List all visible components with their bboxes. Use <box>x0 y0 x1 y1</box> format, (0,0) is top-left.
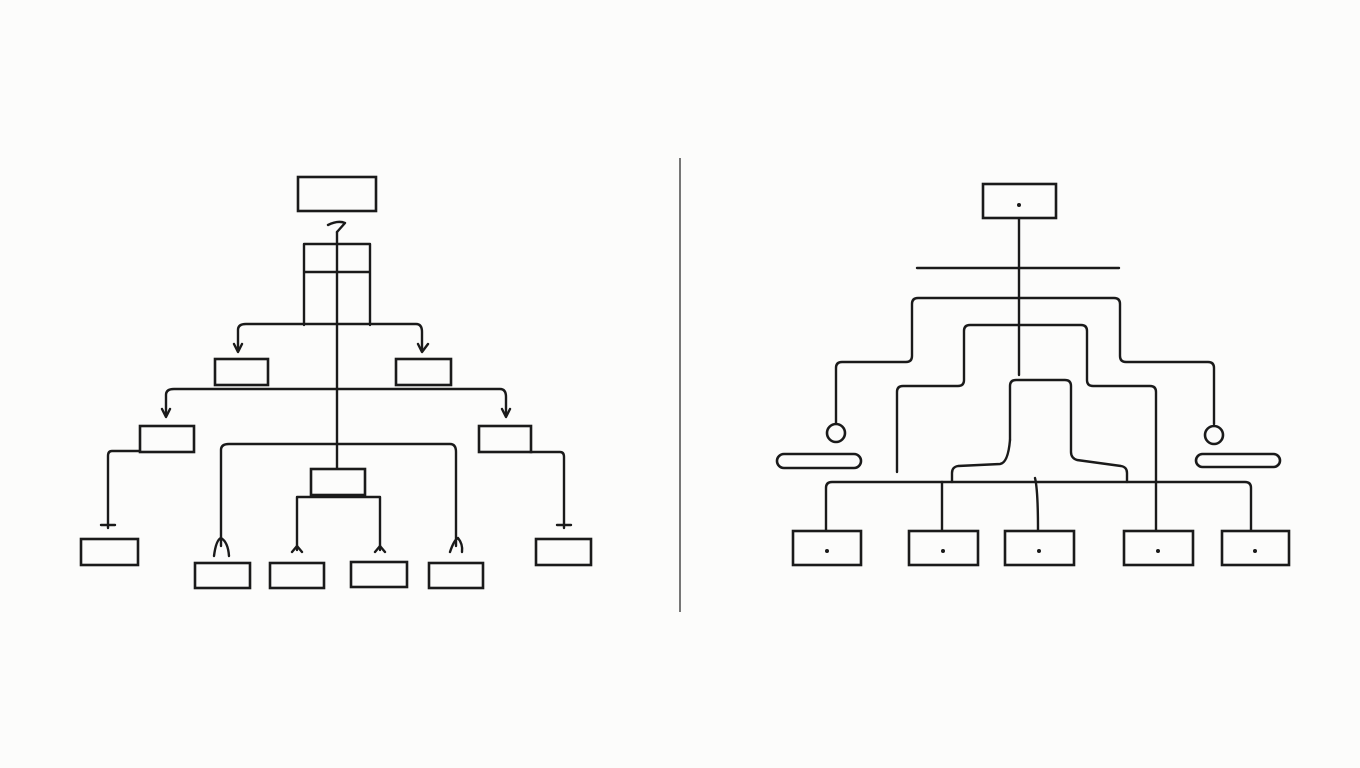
left-hierarchy <box>79 175 593 590</box>
right-leaf-node-4-dot <box>1156 549 1160 553</box>
right-branch-inner-left <box>950 438 1012 484</box>
right-hierarchy <box>775 182 1291 567</box>
left-far-right-elbow <box>528 450 566 530</box>
left-root-node <box>296 175 378 213</box>
left-far-left-elbow <box>106 449 142 530</box>
left-leaf-node-5 <box>427 561 485 590</box>
right-right-pill <box>1194 452 1282 469</box>
left-inner-hook-left <box>212 536 231 558</box>
right-branch-outer <box>834 296 1216 426</box>
right-leaf-node-1 <box>791 529 863 567</box>
left-level1-node-2 <box>394 357 453 387</box>
left-inner-hook-right <box>448 536 464 554</box>
right-right-circle-node <box>1203 424 1225 446</box>
right-leaf-node-4 <box>1122 529 1195 567</box>
right-leaf-node-5-dot <box>1253 549 1257 553</box>
right-leaf-node-5 <box>1220 529 1291 567</box>
right-connectors <box>824 216 1253 532</box>
left-connectors <box>99 220 573 558</box>
right-left-circle-node <box>825 422 847 444</box>
left-level2-node-2 <box>477 424 533 454</box>
left-leaf-node-2 <box>193 561 252 590</box>
right-leaf-node-2-dot <box>941 549 945 553</box>
right-leaf-node-1-dot <box>825 549 829 553</box>
left-center-branch <box>295 495 382 552</box>
left-branch-level1 <box>236 322 424 352</box>
left-nodes <box>79 175 593 590</box>
right-leaf-drop-3 <box>1033 476 1040 532</box>
left-level1-node-1 <box>213 357 270 387</box>
right-branch-middle <box>895 323 1158 532</box>
left-branch-level2-arrows <box>160 407 512 419</box>
right-root-node <box>981 182 1058 220</box>
right-leaf-node-2 <box>907 529 980 567</box>
left-center-arrows <box>290 544 387 554</box>
right-leaf-rail <box>824 480 1253 532</box>
left-branch-level1-arrows <box>232 342 430 354</box>
right-root-node-dot <box>1017 203 1021 207</box>
left-center-node <box>309 467 367 497</box>
left-leaf-node-1 <box>79 537 140 567</box>
right-leaf-node-3 <box>1003 529 1076 567</box>
left-top-hook <box>326 220 347 234</box>
left-inner-wide-branch <box>219 442 458 548</box>
left-leaf-node-3 <box>268 561 326 590</box>
left-branch-level2 <box>164 387 508 417</box>
left-leaf-node-6 <box>534 537 593 567</box>
left-leaf-node-4 <box>349 560 409 589</box>
right-branch-inner <box>1008 378 1129 484</box>
right-nodes <box>775 182 1291 567</box>
right-leaf-node-3-dot <box>1037 549 1041 553</box>
right-left-pill <box>775 452 863 470</box>
left-stack-outline <box>302 242 372 327</box>
left-level2-node-1 <box>138 424 196 454</box>
